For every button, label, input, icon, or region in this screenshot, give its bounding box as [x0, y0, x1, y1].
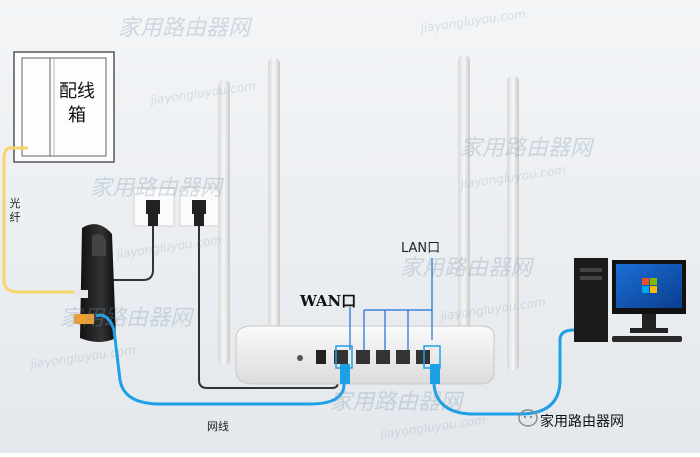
- fiber-label: 光纤: [7, 197, 23, 225]
- lan-port-4: [416, 350, 430, 364]
- lan-port-2: [376, 350, 390, 364]
- network-cable-label: 网线: [207, 418, 229, 434]
- reset-hole: [297, 355, 303, 361]
- wall-socket-network: [180, 188, 220, 226]
- lan-port-label: LAN口: [401, 237, 440, 256]
- lan-port-1: [356, 350, 370, 364]
- power-port: [316, 350, 326, 364]
- distribution-box-label: 配线箱: [58, 80, 96, 128]
- wan-port-label: WAN口: [300, 290, 356, 311]
- lan-port-3: [396, 350, 410, 364]
- wall-socket-phone: [134, 188, 174, 226]
- brand-name: 家用路由器网: [540, 411, 624, 431]
- brand-footer: 家用路由器网: [540, 410, 624, 432]
- lan-plug: [430, 364, 440, 384]
- keyboard: [612, 336, 682, 342]
- router: [236, 326, 494, 384]
- wan-plug: [340, 364, 350, 384]
